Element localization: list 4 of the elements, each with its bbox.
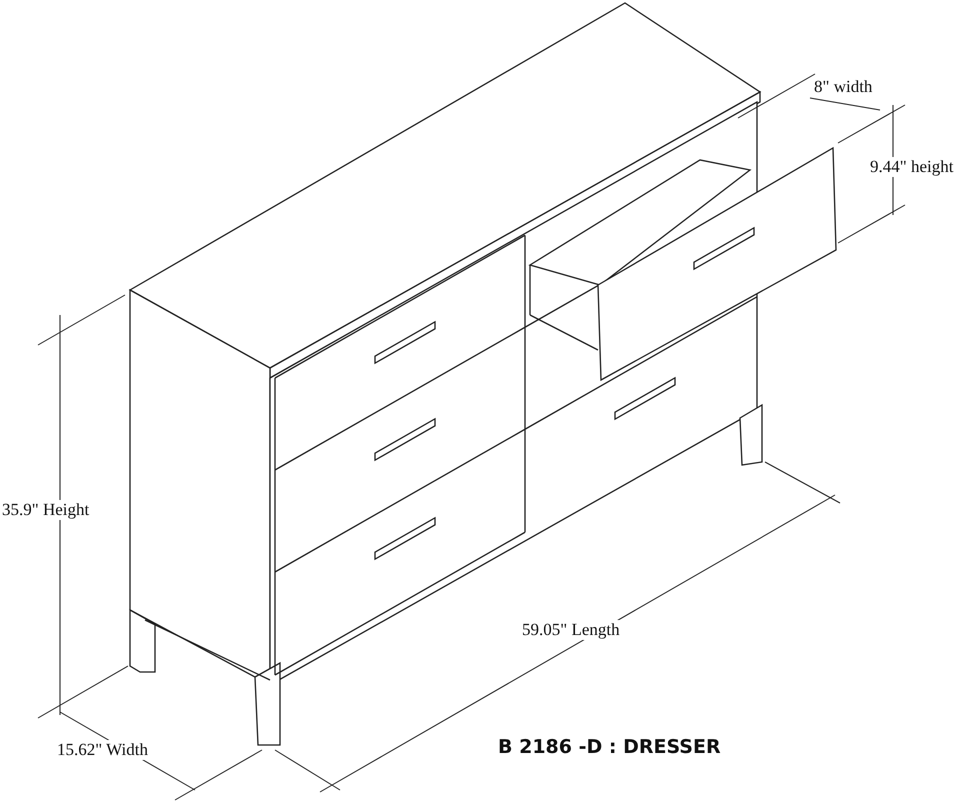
dimension-label: 9.44" height bbox=[868, 157, 956, 177]
dimension-label: 35.9" Height bbox=[0, 500, 92, 520]
title: B 2186 -D : DRESSER bbox=[498, 736, 721, 758]
dimension-label: 59.05" Length bbox=[520, 620, 622, 640]
